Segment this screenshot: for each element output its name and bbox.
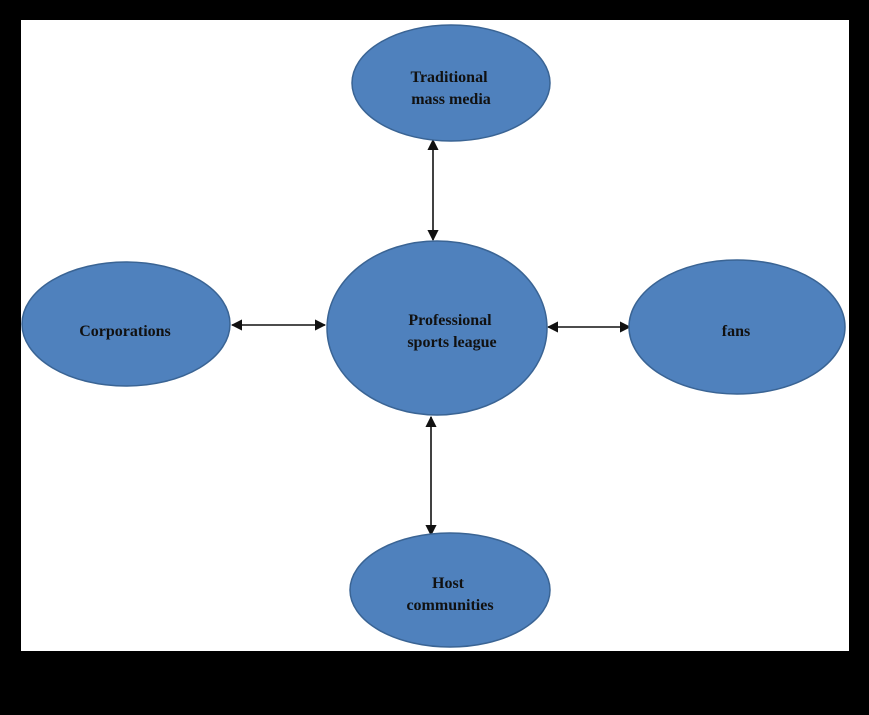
node-traditional-mass-media: Traditional mass media — [351, 24, 551, 142]
node-bottom-shape — [349, 532, 551, 648]
node-left-label: Corporations — [79, 323, 171, 340]
node-top-line-2: mass media — [411, 91, 491, 108]
node-host-communities: Host communities — [349, 532, 551, 648]
node-top-label: Traditional mass media — [410, 69, 491, 108]
node-fans: fans — [628, 259, 846, 395]
node-center-line-2: sports league — [407, 334, 496, 351]
node-professional-sports-league: Professional sports league — [326, 240, 548, 416]
node-right-shape — [628, 259, 846, 395]
node-bottom-line-1: Host — [432, 575, 465, 592]
node-center-label: Professional sports league — [407, 312, 496, 351]
node-right-label: fans — [722, 323, 750, 340]
node-center-line-1: Professional — [408, 312, 492, 329]
node-left-shape — [21, 261, 231, 387]
node-right-line-1: fans — [722, 323, 750, 340]
node-top-line-1: Traditional — [410, 69, 488, 86]
node-center-shape — [326, 240, 548, 416]
node-bottom-line-2: communities — [406, 597, 493, 614]
node-corporations: Corporations — [21, 261, 231, 387]
node-top-shape — [351, 24, 551, 142]
node-bottom-label: Host communities — [406, 575, 493, 614]
node-left-line-1: Corporations — [79, 323, 171, 340]
